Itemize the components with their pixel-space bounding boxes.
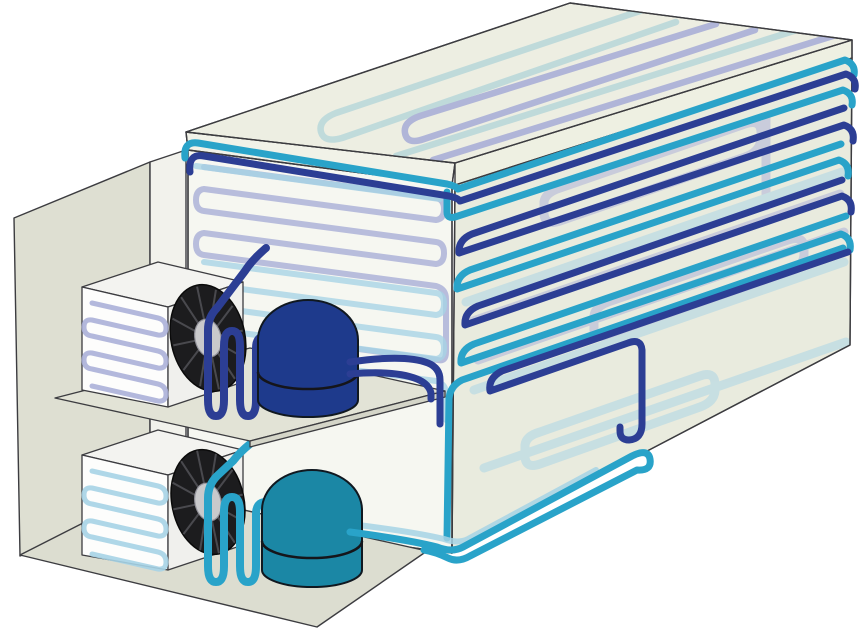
tube-rim-run (186, 70, 859, 205)
compressor-seam (260, 540, 364, 560)
coil-run (401, 20, 759, 145)
coil-run (479, 337, 851, 473)
coil-serpentine (81, 468, 169, 572)
lid-coil-teal (317, 7, 804, 160)
machine-compartments (19, 244, 654, 628)
coil-run (193, 163, 443, 202)
coil-run (317, 7, 680, 143)
circuit2-cabinet-tubes (181, 56, 858, 542)
compressor-seam (256, 371, 360, 391)
compressor-lower (260, 469, 364, 588)
interior-coil-pale-cyan (461, 167, 851, 473)
heat-exchanger-loop-lower (204, 440, 280, 586)
coil-run (469, 257, 849, 395)
suction-line-pale (355, 467, 599, 545)
condenser-coil-lower (81, 468, 169, 572)
coil-racetrack (520, 370, 720, 470)
compressor-upper (256, 299, 360, 418)
tube-corner-feed (443, 86, 856, 221)
condenser-coil-upper (81, 300, 169, 404)
circuit1-connectors (346, 354, 444, 428)
tube-serpentine (457, 212, 854, 367)
tube-serpentine (455, 104, 857, 257)
coil-run (461, 167, 847, 307)
heat-exchanger-loop-upper (204, 244, 280, 420)
coil-serpentine (81, 300, 169, 404)
coil-run (429, 31, 840, 163)
tube-vertical-drop (486, 248, 852, 444)
evaporator-coil-lavender (193, 164, 449, 364)
tube-rim-run (181, 56, 858, 193)
tube-connector (346, 369, 435, 403)
tube-corner-drop (443, 244, 847, 542)
compressor-body (261, 469, 363, 588)
tube-serpentine (461, 176, 855, 329)
tube-connector (346, 354, 444, 428)
coil-serpentine (193, 164, 449, 364)
coil-run (392, 25, 804, 160)
circuit2-bottom-loop (346, 449, 654, 564)
tube-serpentine (453, 140, 852, 293)
lid-coil-lavender (401, 20, 840, 163)
compressor-body (257, 299, 359, 418)
lid-coils (317, 7, 840, 163)
circuit1-cabinet-tubes (186, 70, 859, 444)
shelf-edge (249, 390, 446, 448)
